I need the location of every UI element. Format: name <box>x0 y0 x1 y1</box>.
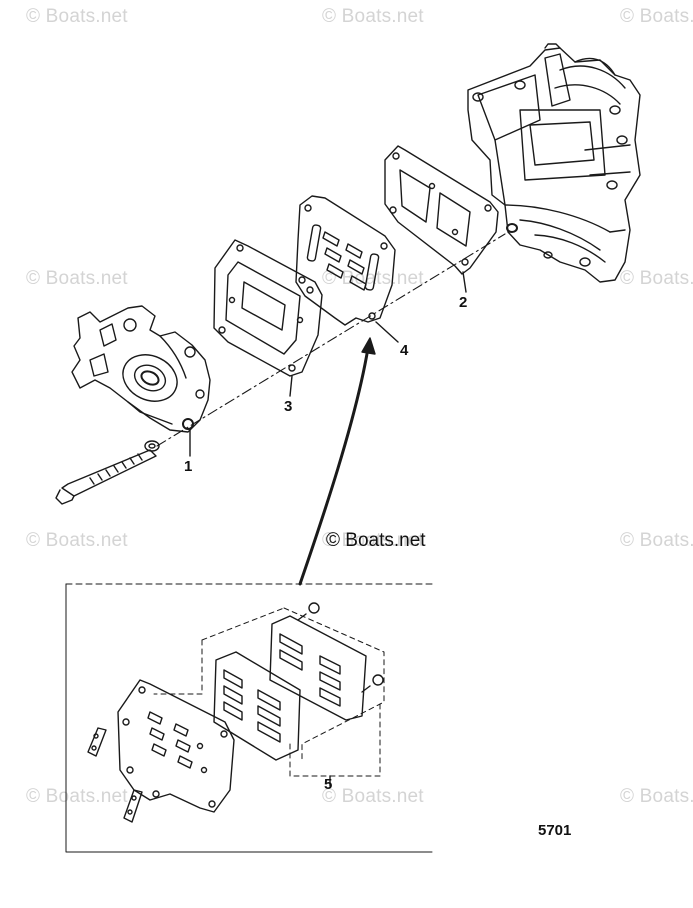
callout-1: 1 <box>184 458 193 475</box>
watermark: © Boats.net <box>620 786 693 807</box>
callout-4: 4 <box>400 342 409 359</box>
curved-arrow <box>298 346 370 586</box>
watermark: © Boats.net <box>26 6 128 27</box>
watermark: © Boats.net <box>26 786 128 807</box>
callout-5: 5 <box>324 776 333 793</box>
leader-line-2 <box>462 271 467 293</box>
gasket-part-2 <box>384 145 499 275</box>
watermark: © Boats.net <box>322 530 424 551</box>
reed-plate-part-4 <box>295 195 396 326</box>
leader-line-4 <box>375 321 399 343</box>
watermark: © Boats.net <box>322 786 424 807</box>
assembly-axis-line <box>156 233 506 447</box>
watermark: © Boats.net <box>322 6 424 27</box>
watermark: © Boats.net <box>620 530 693 551</box>
watermark: © Boats.net <box>620 268 693 289</box>
leader-line-3 <box>289 375 293 397</box>
callout-2: 2 <box>459 294 468 311</box>
arrow-head <box>361 337 376 355</box>
copyright-watermark: © Boats.net <box>326 530 426 551</box>
callout-3: 3 <box>284 398 293 415</box>
crankcase-housing <box>467 43 641 283</box>
watermark: © Boats.net <box>620 6 693 27</box>
watermark: © Boats.net <box>26 530 128 551</box>
reed-block-assembly <box>87 602 385 823</box>
watermark: © Boats.net <box>322 268 424 289</box>
detail-box-frame <box>65 583 433 853</box>
watermark: © Boats.net <box>26 268 128 289</box>
intake-adaptor-part-1 <box>71 305 211 433</box>
gasket-part-3 <box>213 239 323 377</box>
bolt-and-washer <box>55 440 160 505</box>
figure-number: 5701 <box>538 822 572 839</box>
